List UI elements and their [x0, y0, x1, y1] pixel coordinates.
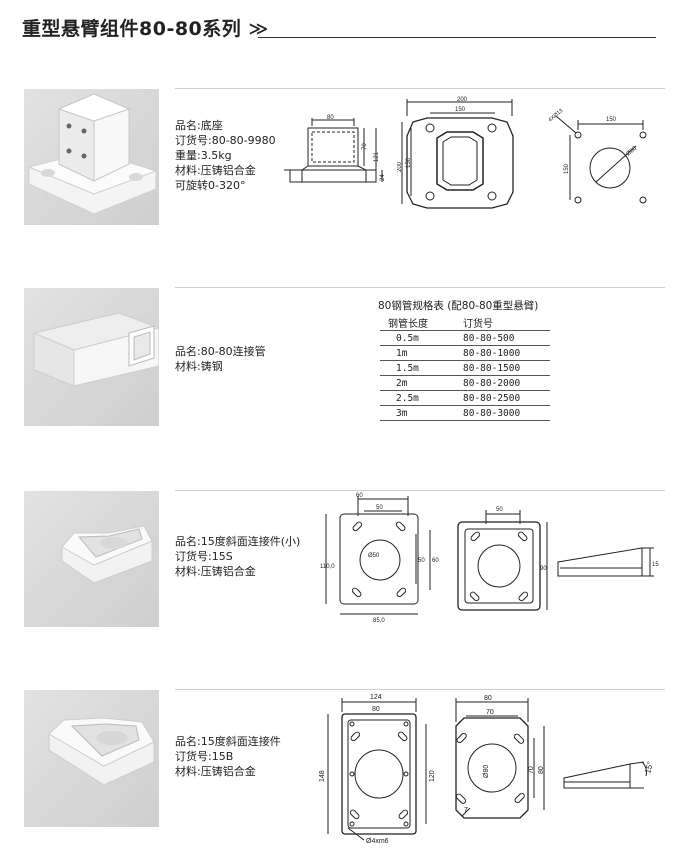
wedge-large-side-drawing: 15° — [563, 760, 655, 789]
tube-photo-illustration — [32, 312, 161, 387]
table-cell: 1m — [380, 345, 463, 361]
dim-label: 15° — [643, 760, 655, 774]
product-photo-15b — [24, 690, 159, 827]
dim-label: 70 — [362, 143, 368, 150]
dim-label: Ø80 — [483, 765, 490, 778]
dim-label: 150 — [406, 157, 412, 168]
dim-label: 124 — [370, 694, 382, 701]
wedge-large-photo-illustration — [48, 717, 155, 786]
dim-label: Ø50 — [368, 553, 380, 559]
product-info-base: 品名:底座 订货号:80-80-9980 重量:3.5kg 材料:压铸铝合金 可… — [175, 118, 276, 193]
product-photo-base — [24, 89, 159, 225]
info-line: 品名:15度斜面连接件 — [175, 735, 281, 748]
product-info-15s: 品名:15度斜面连接件(小) 订货号:15S 材料:压铸铝合金 — [175, 534, 300, 579]
info-line: 订货号:15S — [175, 550, 233, 563]
table-cell: 80-80-1000 — [463, 345, 550, 361]
table-row: 3m 80-80-3000 — [380, 405, 550, 421]
table-cell: 80-80-500 — [463, 330, 550, 346]
dim-label: 7 — [464, 807, 468, 814]
page-title: 重型悬臂组件80-80系列 ≫ — [22, 14, 269, 41]
dim-label: Ø80 — [625, 145, 638, 157]
dim-label: 90 — [540, 566, 547, 572]
dim-label: 200 — [397, 161, 403, 172]
wedge-small-front-drawing: 60 50 110,0 Ø50 50 60 85,0 — [320, 493, 439, 624]
table-cell: 80-80-3000 — [463, 405, 550, 421]
table-row: 1m 80-80-1000 — [380, 345, 550, 361]
section-divider — [175, 287, 665, 288]
info-line: 订货号:80-80-9980 — [175, 134, 276, 147]
info-line: 材料:压铸铝合金 — [175, 164, 256, 177]
spec-table: 钢管长度 订货号 0.5m 80-80-500 1m 80-80-1000 1.… — [380, 315, 550, 421]
dim-label: 15 — [652, 562, 659, 568]
info-line: 品名:底座 — [175, 119, 223, 132]
chevron-right-icon: ≫ — [248, 18, 269, 40]
dim-label: 70 — [486, 709, 494, 716]
dim-label: 150 — [455, 107, 466, 113]
dim-label: 60 — [356, 493, 363, 499]
table-row: 1.5m 80-80-1500 — [380, 360, 550, 376]
info-line: 品名:80-80连接管 — [175, 345, 266, 358]
base-hole-pattern-drawing: 4XØ13 150 150 Ø80 — [547, 108, 647, 204]
dim-label: 85,0 — [373, 618, 385, 624]
table-row: 2m 80-80-2000 — [380, 375, 550, 391]
dim-label: 150 — [606, 117, 617, 123]
product-photo-tube — [24, 288, 161, 426]
wedge-small-photo-illustration — [61, 525, 153, 584]
table-row: 0.5m 80-80-500 — [380, 330, 550, 346]
dim-label: Ø4xm6 — [366, 838, 389, 845]
dim-label: 80 — [538, 766, 545, 774]
dim-label: 60 — [432, 558, 439, 564]
base-side-drawing: 80 70 121 24 — [284, 115, 386, 183]
dim-label: 24 — [380, 174, 386, 181]
table-cell: 80-80-1500 — [463, 360, 550, 376]
dim-label: 110,0 — [320, 564, 335, 570]
wedge-small-side-drawing: 15 — [557, 547, 659, 577]
dim-label: 120 — [429, 770, 436, 782]
spec-header-order: 订货号 — [463, 315, 550, 331]
spec-header-length: 钢管长度 — [380, 315, 463, 331]
info-line: 可旋转0-320° — [175, 179, 246, 192]
title-underline — [258, 37, 656, 38]
table-cell: 2m — [380, 375, 463, 391]
dim-label: 80 — [372, 706, 380, 713]
page-title-text: 重型悬臂组件80-80系列 — [22, 18, 242, 40]
dim-label: 80 — [484, 695, 492, 702]
table-cell: 80-80-2500 — [463, 390, 550, 406]
product-info-15b: 品名:15度斜面连接件 订货号:15B 材料:压铸铝合金 — [175, 734, 281, 779]
wedge-large-top-drawing: 80 70 Ø80 70 80 7 — [455, 695, 545, 819]
table-row: 2.5m 80-80-2500 — [380, 390, 550, 406]
table-cell: 2.5m — [380, 390, 463, 406]
section-divider — [175, 490, 665, 491]
wedge-large-front-drawing: 124 80 148 120 Ø4xm6 — [319, 694, 436, 845]
dim-label: 148 — [319, 770, 326, 782]
section-divider — [175, 88, 665, 89]
base-top-drawing: 200 150 200 150 — [397, 97, 514, 209]
dim-label: 80 — [327, 115, 334, 121]
table-cell: 0.5m — [380, 330, 463, 346]
wedge-small-top-drawing: 50 90 — [457, 507, 548, 611]
info-line: 材料:压铸铝合金 — [175, 565, 256, 578]
table-cell: 3m — [380, 405, 463, 421]
product-photo-15s — [24, 491, 159, 627]
info-line: 订货号:15B — [175, 750, 234, 763]
product-info-tube: 品名:80-80连接管 材料:铸钢 — [175, 344, 266, 374]
spec-table-title: 80钢管规格表 (配80-80重型悬臂) — [378, 300, 539, 312]
dim-label: 200 — [457, 97, 468, 103]
info-line: 重量:3.5kg — [175, 149, 232, 162]
table-cell: 1.5m — [380, 360, 463, 376]
info-line: 材料:铸钢 — [175, 360, 223, 373]
dim-label: 50 — [376, 505, 383, 511]
dim-label: 50 — [496, 507, 503, 513]
table-cell: 80-80-2000 — [463, 375, 550, 391]
info-line: 品名:15度斜面连接件(小) — [175, 535, 301, 548]
section-divider — [175, 689, 665, 690]
dim-label: 50 — [418, 558, 425, 564]
base-photo-illustration — [27, 93, 158, 215]
dim-label: 121 — [374, 151, 380, 162]
dim-label: 150 — [564, 163, 570, 174]
dim-label: 70 — [528, 766, 535, 774]
info-line: 材料:压铸铝合金 — [175, 765, 256, 778]
